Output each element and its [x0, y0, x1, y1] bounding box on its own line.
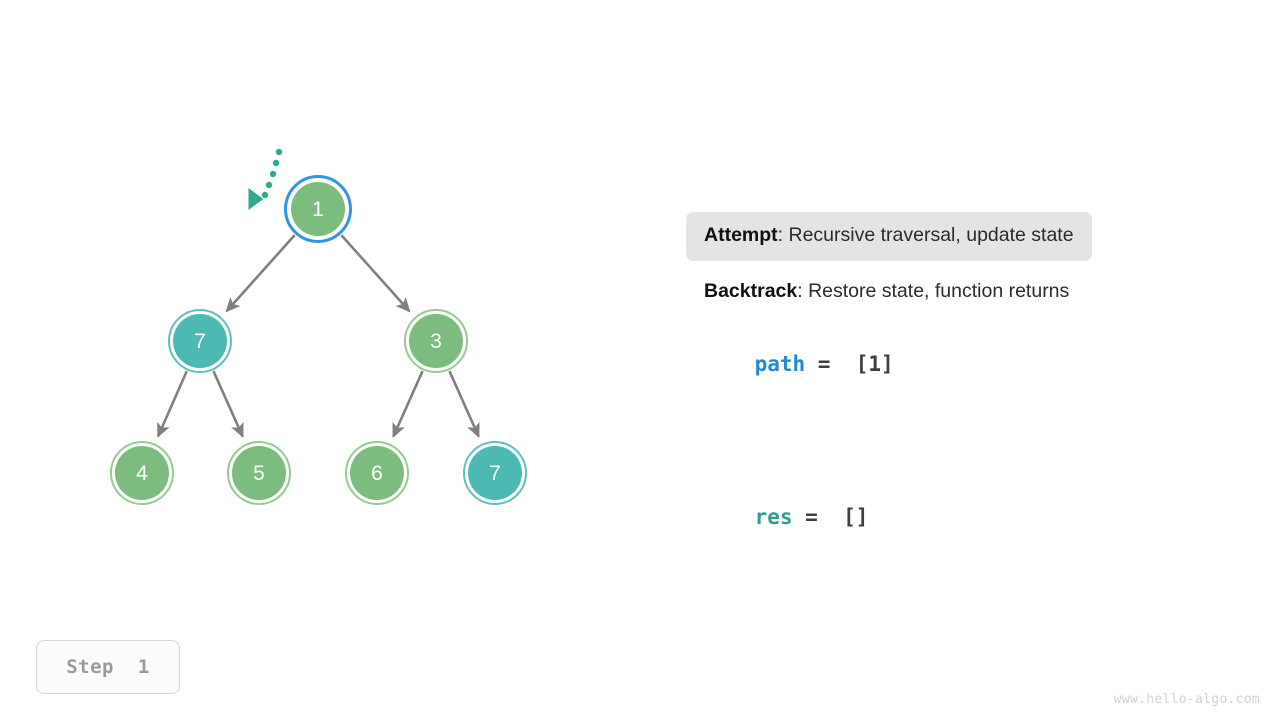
res-variable-value: = []: [792, 504, 869, 529]
node-ring: [110, 441, 174, 505]
tree-edge: [156, 370, 188, 438]
res-variable-row: res = []: [686, 481, 1206, 553]
backtrack-text: : Restore state, function returns: [797, 279, 1070, 302]
pointer-trail-dot: [261, 191, 269, 199]
path-variable-value: = [1]: [805, 351, 894, 376]
path-variable-row: path = [1]: [686, 328, 1206, 400]
tree-edge: [212, 370, 244, 438]
tree-edge: [225, 234, 296, 313]
tree-node-n6: 6: [350, 446, 404, 500]
recursion-pointer-icon: [248, 148, 283, 210]
tree-node-n7b: 7: [468, 446, 522, 500]
tree-edges-svg: [156, 148, 480, 438]
tree-node-n4: 4: [115, 446, 169, 500]
tree-edge-group: [156, 234, 480, 438]
node-ring: [404, 309, 468, 373]
tree-edge: [340, 234, 411, 313]
res-variable-name: res: [754, 504, 793, 529]
step-badge: Step 1: [36, 640, 180, 694]
backtrack-description-row: Backtrack: Restore state, function retur…: [686, 279, 1087, 302]
path-variable-name: path: [754, 351, 806, 376]
pointer-trail-dot: [272, 159, 280, 167]
attempt-text: : Recursive traversal, update state: [777, 224, 1074, 246]
tree-node-n1: 1: [291, 182, 345, 236]
pointer-trail-dot: [265, 181, 273, 189]
tree-node-n5: 5: [232, 446, 286, 500]
pointer-arrow-icon: [248, 188, 264, 210]
tree-node-n3: 3: [409, 314, 463, 368]
attempt-description-row: Attempt: Recursive traversal, update sta…: [686, 212, 1092, 261]
backtrack-label: Backtrack: [704, 279, 798, 302]
node-ring: [345, 441, 409, 505]
pointer-trail-dot: [269, 170, 277, 178]
attempt-label: Attempt: [704, 224, 778, 246]
tree-node-n7a: 7: [173, 314, 227, 368]
node-ring: [168, 309, 232, 373]
node-ring: [227, 441, 291, 505]
pointer-trail-dot: [275, 148, 283, 156]
state-info-panel: Attempt: Recursive traversal, update sta…: [686, 212, 1206, 553]
node-ring: [463, 441, 527, 505]
tree-edge: [448, 370, 480, 438]
binary-tree-diagram: 1 7 3 4 5 6 7: [110, 148, 527, 505]
tree-edge: [392, 370, 424, 438]
active-node-ring: [284, 175, 352, 243]
watermark: www.hello-algo.com: [1113, 692, 1260, 707]
